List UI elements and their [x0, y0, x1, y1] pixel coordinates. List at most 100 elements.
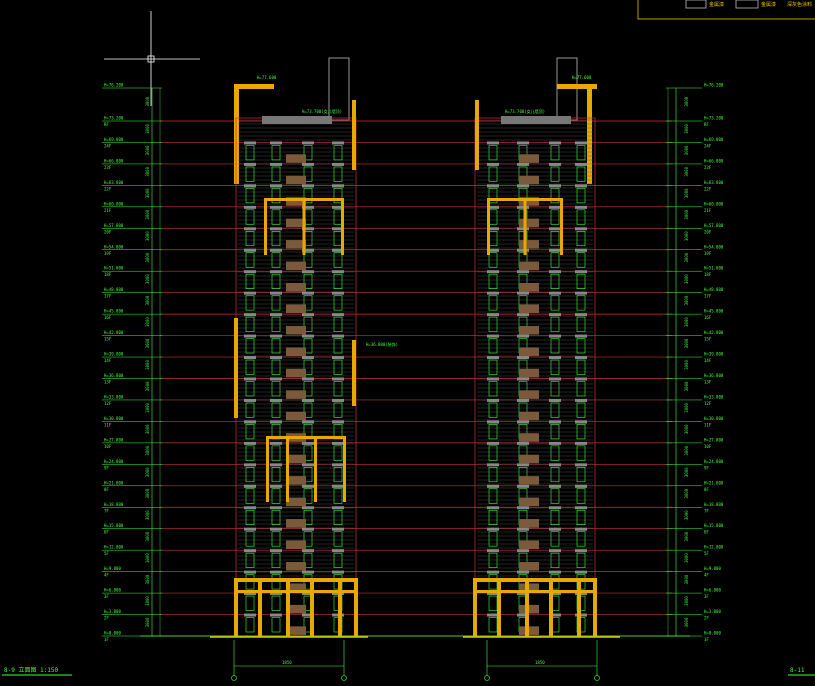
window [333, 467, 343, 483]
window-sill [549, 356, 561, 360]
window [550, 145, 560, 161]
window [550, 188, 560, 204]
window-sill [244, 334, 256, 338]
window-sill [487, 377, 499, 381]
level-label: H=39.800 [104, 352, 124, 357]
window-sill [270, 484, 282, 488]
window [271, 209, 281, 225]
window-sill [575, 184, 587, 188]
spandrel-panel [519, 433, 539, 442]
window [333, 488, 343, 504]
window [303, 166, 313, 182]
level-label: H=48.800 [704, 287, 724, 292]
window [271, 295, 281, 311]
level-label: H=57.800 [104, 223, 124, 228]
podium-beam [234, 578, 358, 582]
window [550, 295, 560, 311]
window-sill [332, 313, 344, 317]
spandrel-panel [286, 454, 306, 464]
window-sill [487, 549, 499, 553]
window [245, 424, 255, 440]
window [271, 509, 281, 526]
spandrel-panel [286, 325, 306, 335]
level-label: H=21.800 [704, 480, 724, 485]
level-label: H=3.800 [704, 609, 721, 614]
window-sill [244, 184, 256, 188]
tower-left [234, 57, 358, 637]
floor-name: 10F [104, 444, 112, 449]
spandrel-panel [286, 411, 306, 421]
window-sill [244, 570, 256, 574]
spandrel-panel [286, 218, 306, 228]
window-sill [244, 227, 256, 231]
deco-pillar [234, 318, 238, 418]
window [488, 338, 498, 354]
window-sill [302, 248, 314, 252]
window-sill [332, 270, 344, 274]
window [245, 595, 255, 611]
window [576, 230, 586, 247]
bottom-dimension-left: 1850 [231, 640, 347, 681]
floor-height: 3000 [684, 188, 689, 198]
window-sill [549, 527, 561, 531]
window-sill [270, 570, 282, 574]
window-sill [549, 420, 561, 424]
window-sill [517, 184, 529, 188]
floor-name: 18F [704, 272, 712, 277]
window-sill [575, 527, 587, 531]
floor-height: 3000 [145, 531, 150, 541]
level-label: H=6.800 [104, 588, 121, 593]
floor-height: 3000 [145, 252, 150, 262]
podium-beam [473, 590, 597, 593]
window-sill [517, 484, 529, 488]
window-sill [575, 334, 587, 338]
podium-pillar [234, 578, 238, 636]
window [576, 145, 586, 161]
window-sill [270, 527, 282, 531]
floor-height: 3000 [684, 274, 689, 284]
level-label: H=24.800 [704, 459, 724, 464]
floor-height: 3000 [684, 166, 689, 176]
floor-name: 3F [104, 594, 109, 599]
level-label: H=57.800 [704, 223, 724, 228]
window [576, 424, 586, 440]
window [550, 230, 560, 247]
tower-right [473, 57, 597, 637]
window [488, 531, 498, 547]
window-sill [244, 205, 256, 209]
floor-name: 6F [704, 530, 709, 535]
window-sill [575, 398, 587, 402]
window [245, 316, 255, 332]
floor-height: 3000 [684, 553, 689, 563]
window [550, 552, 560, 568]
window-sill [517, 527, 529, 531]
window [303, 295, 313, 311]
level-label: H=45.800 [704, 309, 724, 314]
window-sill [302, 506, 314, 510]
window-sill [332, 527, 344, 531]
level-label: H=15.800 [704, 523, 724, 528]
window [271, 188, 281, 204]
window-sill [332, 377, 344, 381]
window [550, 166, 560, 182]
window-sill [332, 141, 344, 145]
window-sill [244, 248, 256, 252]
window-sill [244, 441, 256, 445]
floor-height: 3000 [684, 596, 689, 606]
window [245, 252, 255, 268]
window-sill [270, 377, 282, 381]
floor-name: 21F [704, 208, 712, 213]
window-sill [332, 184, 344, 188]
window-sill [270, 205, 282, 209]
floor-name: 1F [104, 637, 109, 642]
window-sill [332, 441, 344, 445]
spandrel-panel [519, 218, 539, 228]
floor-name: 6F [104, 530, 109, 535]
window-sill [302, 613, 314, 617]
floor-height: 3000 [145, 467, 150, 477]
spandrel-panel [286, 154, 306, 163]
window [333, 252, 343, 268]
floor-name: 23F [704, 165, 712, 170]
floor-name: 12F [104, 401, 112, 406]
deco-pillar [341, 198, 344, 255]
